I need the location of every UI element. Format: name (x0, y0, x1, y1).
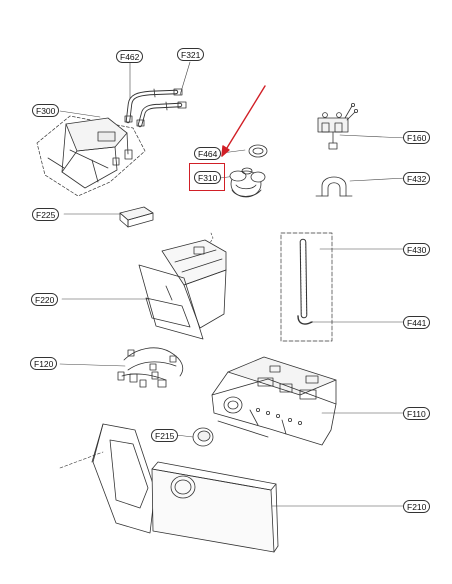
control-panel-f210 (59, 423, 279, 553)
wire-harness-f120 (117, 347, 184, 388)
highlight-arrow (221, 85, 266, 157)
part-f120-label: F120 (30, 357, 58, 370)
part-f160-label: F160 (403, 131, 431, 144)
part-f464-label: F464 (194, 147, 222, 160)
part-f462-label: F462 (116, 50, 144, 63)
part-f300-label: F300 (32, 104, 60, 117)
part-f215-label: F215 (151, 429, 179, 442)
leader-lines (59, 61, 407, 507)
part-f432-label: F432 (403, 172, 431, 185)
part-f310-label: F310 (194, 171, 222, 184)
part-f321-label: F321 (177, 48, 205, 61)
part-f225-label: F225 (32, 208, 60, 221)
highlight-box (189, 163, 225, 191)
main-board-f110 (211, 356, 337, 446)
dispenser-housing-f300 (36, 115, 146, 197)
water-valve-f160 (317, 103, 358, 150)
part-f441-label: F441 (403, 316, 431, 329)
cap-f225 (119, 206, 154, 228)
knob-f215 (192, 427, 214, 447)
drain-hose-f430 (280, 232, 333, 342)
part-f220-label: F220 (31, 293, 59, 306)
part-f110-label: F110 (403, 407, 430, 420)
hose-clamp-f432 (315, 176, 353, 197)
inlet-hoses-f321 (124, 88, 187, 128)
bellows-f310 (229, 144, 268, 198)
drawer-f220 (138, 232, 227, 340)
part-f430-label: F430 (403, 243, 431, 256)
part-f210-label: F210 (403, 500, 431, 513)
